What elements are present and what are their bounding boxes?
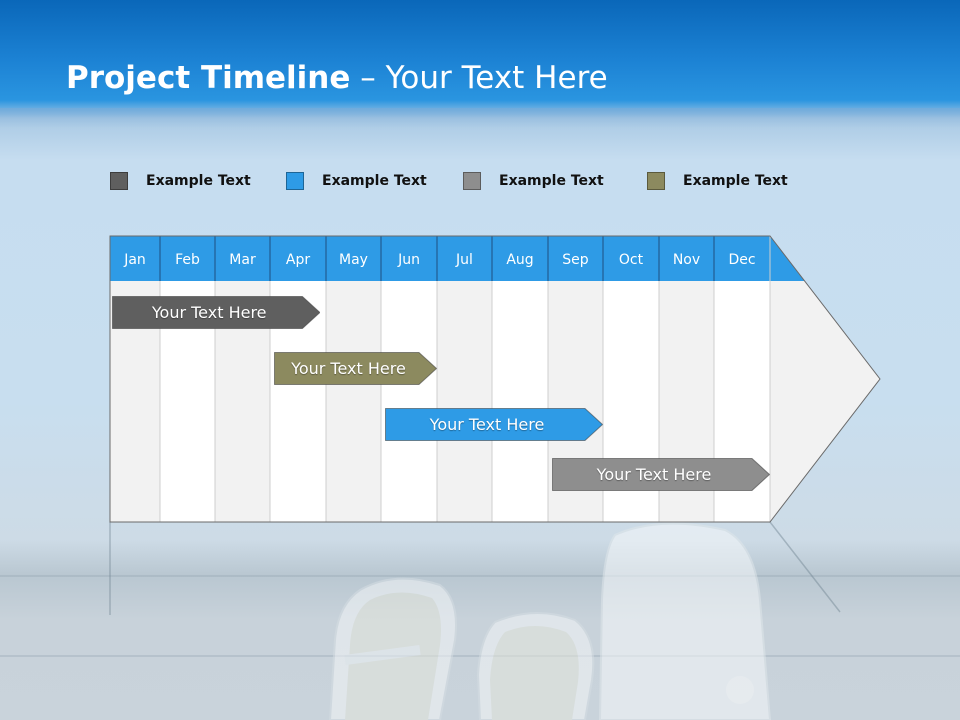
task-bar: Your Text Here [552, 458, 770, 491]
month-header-cell [326, 236, 381, 281]
slide-title: Project Timeline – Your Text Here [66, 60, 608, 96]
reflection-line [769, 521, 841, 613]
task-bar: Your Text Here [385, 408, 603, 441]
month-header-cell [603, 236, 659, 281]
legend-swatch [110, 172, 128, 190]
month-header-cell [270, 236, 326, 281]
task-bar: Your Text Here [274, 352, 437, 385]
month-label: Feb [175, 252, 200, 268]
legend-item-4: Example Text [647, 170, 788, 192]
month-header-cell [548, 236, 603, 281]
month-label: Mar [229, 252, 256, 268]
legend-item-2: Example Text [286, 170, 427, 192]
month-column [492, 281, 548, 522]
task-bar-label: Your Text Here [291, 359, 406, 378]
month-header-cell [160, 236, 215, 281]
month-column [326, 281, 381, 522]
month-header-cell [215, 236, 270, 281]
month-header-cell [714, 236, 770, 281]
month-header-cell [492, 236, 548, 281]
task-bar-shape [552, 458, 770, 491]
month-label: Aug [506, 252, 533, 268]
legend-swatch [286, 172, 304, 190]
deck-plank-line [0, 575, 960, 577]
month-label: Apr [286, 252, 310, 268]
task-bar: Your Text Here [112, 296, 321, 329]
timeline-arrow-head [770, 236, 880, 522]
task-bar-shape [385, 408, 603, 441]
month-header-cell [381, 236, 437, 281]
task-bar-label: Your Text Here [596, 465, 712, 484]
month-label: Jul [455, 252, 473, 268]
legend-label: Example Text [322, 173, 427, 189]
task-bar-shape [274, 352, 437, 385]
month-label: Jun [397, 252, 420, 268]
legend-swatch [463, 172, 481, 190]
legend-label: Example Text [499, 173, 604, 189]
sea-horizon [0, 108, 960, 128]
task-bar-label: Your Text Here [429, 415, 545, 434]
task-bar-shape [112, 296, 321, 329]
legend-label: Example Text [683, 173, 788, 189]
legend-item-1: Example Text [110, 170, 251, 192]
month-label: May [339, 252, 368, 268]
month-column [381, 281, 437, 522]
month-label: Oct [619, 252, 644, 268]
slide-title-rest: – Your Text Here [350, 60, 608, 96]
month-label: Jan [123, 252, 146, 268]
month-header-cell [110, 236, 160, 281]
month-header-cell [659, 236, 714, 281]
timeline-outline [109, 235, 881, 523]
legend-swatch [647, 172, 665, 190]
legend-item-3: Example Text [463, 170, 604, 192]
task-bar-label: Your Text Here [151, 303, 267, 322]
month-header-cell [437, 236, 492, 281]
month-label: Dec [728, 252, 755, 268]
month-column [437, 281, 492, 522]
legend-label: Example Text [146, 173, 251, 189]
month-label: Sep [562, 252, 589, 268]
slide-title-bold: Project Timeline [66, 60, 351, 96]
month-label: Nov [673, 252, 700, 268]
